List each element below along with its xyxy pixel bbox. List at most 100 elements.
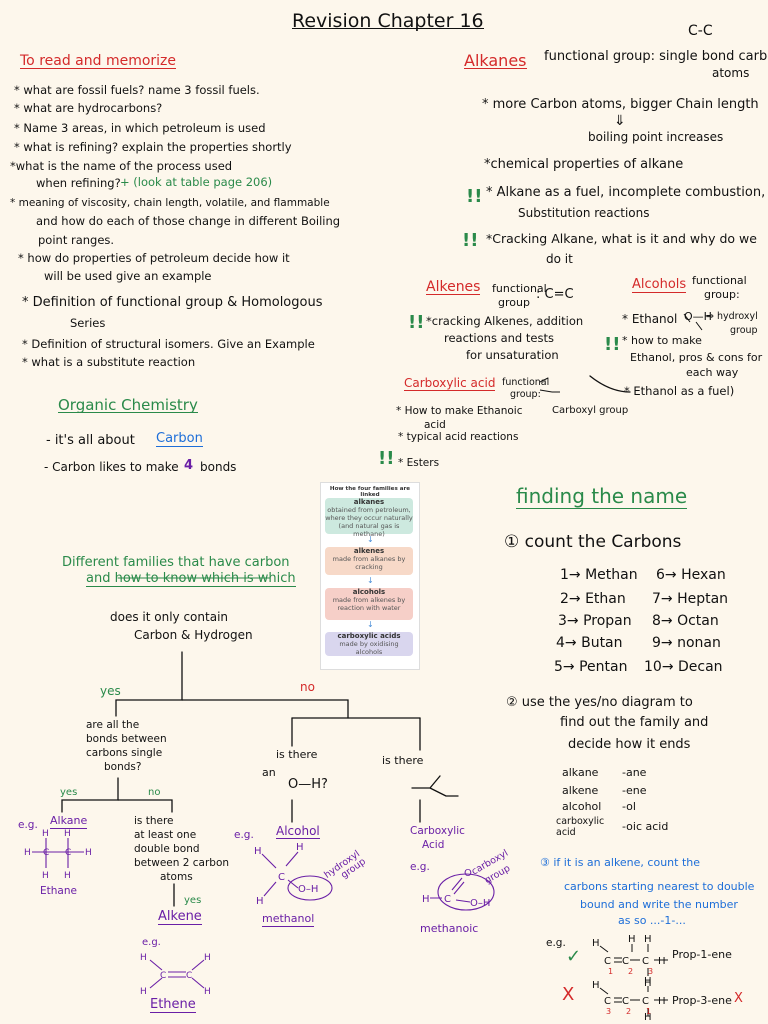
alcohols-l2: * how to make — [622, 334, 702, 347]
q-double-bond: at least one — [134, 829, 197, 841]
svg-text:H: H — [140, 987, 147, 997]
eg-label: e.g. — [142, 937, 161, 948]
q-double-bond: between 2 carbon — [134, 857, 230, 869]
memorize-heading: To read and memorize — [20, 53, 177, 69]
correct-name: Prop-1-ene — [672, 948, 732, 961]
alkenes-fg2: group — [498, 296, 530, 309]
list-item: * how do properties of petroleum decide … — [18, 251, 290, 265]
list-item: when refining? — [36, 176, 121, 190]
list-item: * Name 3 areas, in which petroleum is us… — [14, 121, 266, 135]
svg-text:H: H — [64, 871, 71, 881]
carboxyl-sketch — [539, 377, 560, 393]
svg-text:H: H — [296, 842, 304, 853]
families-figure: How the four families are linked alkanes… — [320, 482, 420, 670]
eg-label: e.g. — [546, 937, 566, 949]
svg-text:H: H — [644, 1012, 652, 1023]
carboxylic-l4: * Esters — [398, 457, 440, 469]
svg-text:C: C — [444, 894, 451, 905]
ending-suffix: -oic acid — [622, 820, 669, 833]
alkanes-l1: * more Carbon atoms, bigger Chain length — [482, 97, 759, 112]
alkanes-l2: boiling point increases — [588, 130, 724, 144]
alkenes-bond: : C=C — [536, 287, 574, 302]
q-only-ch-2: Carbon & Hydrogen — [134, 628, 253, 642]
svg-text:H: H — [644, 934, 652, 945]
svg-text:3: 3 — [648, 967, 653, 976]
important-mark: !! — [408, 312, 425, 333]
svg-text:C: C — [622, 956, 629, 967]
box-title: alkanes — [353, 498, 385, 506]
ethene-structure — [149, 959, 205, 989]
q-oh-group: O—H? — [288, 777, 328, 792]
svg-text:C: C — [604, 956, 611, 967]
no-label: no — [148, 787, 161, 798]
carboxylic-l3: * typical acid reactions — [398, 431, 519, 443]
tree-line — [117, 799, 173, 813]
cross-icon: X — [734, 991, 743, 1006]
ending-suffix: -ene — [622, 784, 647, 797]
prefix-item: 8→ Octan — [652, 613, 719, 629]
alcohols-l3: Ethanol, pros & cons for — [630, 351, 763, 364]
alkene-label: Alkene — [158, 909, 202, 925]
q-double-bond: is there — [134, 815, 174, 827]
ending-family: carboxylic acid — [556, 816, 605, 838]
wrong-name: Prop-3-ene — [672, 994, 732, 1007]
alcohols-heading: Alcohols — [632, 277, 687, 293]
alcohols-hydroxyl: ⇒ hydroxyl — [706, 311, 758, 322]
methanol-structure — [261, 851, 333, 901]
alkanes-l3: *chemical properties of alkane — [484, 157, 684, 172]
cross-icon: X — [562, 984, 575, 1005]
corner-note: C-C — [688, 23, 713, 39]
q-single-bonds: carbons single — [86, 747, 163, 759]
carboxylic-label: Carboxylic — [410, 825, 465, 837]
alkanes-heading: Alkanes — [464, 51, 527, 70]
prefix-item: 4→ Butan — [556, 635, 623, 651]
ending-family: alkene — [562, 784, 599, 797]
svg-text:1: 1 — [608, 967, 613, 976]
alkenes-heading: Alkenes — [426, 279, 481, 295]
no-label: no — [300, 680, 315, 694]
check-icon: ✓ — [566, 946, 582, 967]
eg-label: e.g. — [234, 829, 254, 841]
bonds-word: bonds — [200, 460, 237, 474]
alcohol-label: Alcohol — [276, 824, 320, 839]
ending-family: alkane — [562, 766, 599, 779]
svg-text:C: C — [65, 848, 71, 858]
alcohols-group: group — [730, 325, 758, 336]
carboxylic-fg: functional — [502, 377, 550, 388]
svg-text:H: H — [42, 829, 49, 839]
step-3: bound and write the number — [580, 898, 738, 911]
families-heading-1: Different families that have carbon — [62, 555, 290, 570]
svg-text:H: H — [85, 848, 92, 858]
tree-line — [115, 651, 183, 717]
list-item: will be used give an example — [44, 269, 212, 283]
list-item: Series — [70, 316, 106, 330]
carboxylic-heading: Carboxylic acid — [404, 376, 496, 391]
connector-curve — [589, 375, 631, 393]
ethane-label: Ethane — [40, 885, 77, 897]
svg-text:1: 1 — [646, 1007, 651, 1016]
tree-line — [61, 777, 119, 813]
eg-label: e.g. — [18, 819, 38, 831]
step-2: ② use the yes/no diagram to — [506, 695, 693, 710]
propene-structure-correct — [599, 944, 668, 976]
alkanes-l4: * Alkane as a fuel, incomplete combustio… — [486, 185, 766, 200]
alcohols-l1: * Ethanol — [622, 312, 678, 326]
box-title: carboxylic acids — [337, 632, 401, 640]
box-desc: made from alkanes by cracking — [332, 555, 406, 571]
q-cooh: is there — [382, 754, 424, 767]
ethane-structure — [32, 838, 84, 868]
svg-text:H: H — [256, 896, 264, 907]
q-single-bonds: bonds between — [86, 733, 167, 745]
ethene-atoms: HHC CHH — [140, 953, 211, 997]
ending-suffix: -ol — [622, 800, 636, 813]
alkanes-fg: functional group: single bond carbon — [544, 49, 768, 64]
